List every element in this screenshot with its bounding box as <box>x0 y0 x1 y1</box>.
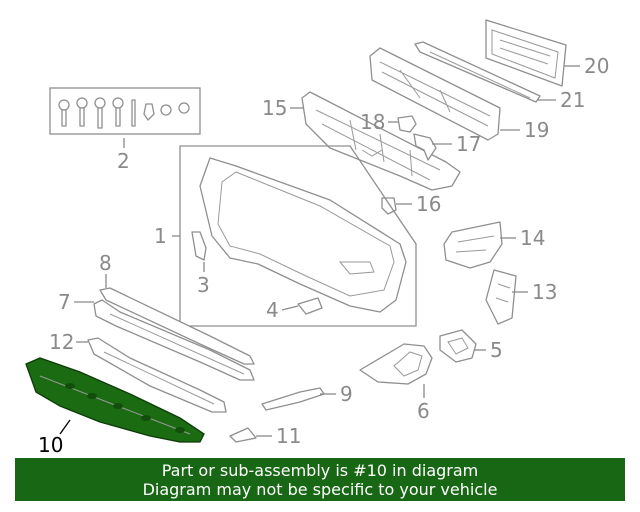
callout-19: 19 <box>524 118 549 142</box>
callout-7: 7 <box>58 290 71 314</box>
part-9-trim <box>261 387 325 411</box>
part-8-strip <box>99 287 255 365</box>
part-17-bracket <box>413 133 437 161</box>
leader-lines <box>59 65 580 437</box>
callout-2: 2 <box>117 149 130 173</box>
leader-4 <box>281 305 299 311</box>
banner-line-disclaimer: Diagram may not be specific to your vehi… <box>142 480 498 499</box>
banner-line-part: Part or sub-assembly is #10 in diagram <box>161 461 479 480</box>
part-10-highlight <box>25 357 205 443</box>
callout-labels: 2 1 3 4 8 7 12 10 9 11 6 5 13 14 16 17 1… <box>38 54 609 457</box>
part-13-bracket <box>485 269 517 325</box>
part-11-trim <box>229 427 257 443</box>
callout-14: 14 <box>520 226 545 250</box>
part-2-fasteners <box>49 87 201 135</box>
callout-20: 20 <box>584 54 609 78</box>
part-21-seal-strip <box>414 41 541 103</box>
part-10-skid-plate <box>25 357 205 443</box>
callout-21: 21 <box>560 88 585 112</box>
part-15-reinforcement <box>301 91 461 191</box>
callout-8: 8 <box>99 251 112 275</box>
part-6-bezel <box>359 343 433 385</box>
callout-4: 4 <box>266 298 279 322</box>
callout-15: 15 <box>262 96 287 120</box>
callout-5: 5 <box>490 338 503 362</box>
part-3-bracket <box>191 231 207 261</box>
callout-17: 17 <box>456 132 481 156</box>
part-7-trim <box>93 299 255 381</box>
callout-3: 3 <box>197 273 210 297</box>
callout-11: 11 <box>276 424 301 448</box>
part-4-cover <box>297 297 323 315</box>
callout-6: 6 <box>417 399 430 423</box>
callout-12: 12 <box>49 330 74 354</box>
callout-16: 16 <box>416 192 441 216</box>
callout-10: 10 <box>38 433 63 457</box>
part-19-upper-support <box>369 47 501 141</box>
part-12-strip <box>87 337 227 413</box>
info-banner: Part or sub-assembly is #10 in diagram D… <box>15 458 625 501</box>
callout-1: 1 <box>154 224 167 248</box>
callout-13: 13 <box>532 280 557 304</box>
part-14-bracket <box>443 221 503 269</box>
callout-9: 9 <box>340 382 353 406</box>
part-18-clip <box>397 115 417 133</box>
part-1-grille <box>199 157 407 313</box>
callout-18: 18 <box>360 110 385 134</box>
part-20-grille-screen <box>485 19 567 87</box>
part-5-cover <box>439 329 477 363</box>
part-1-grille-assembly-box <box>179 145 417 327</box>
leader-10 <box>59 419 71 435</box>
